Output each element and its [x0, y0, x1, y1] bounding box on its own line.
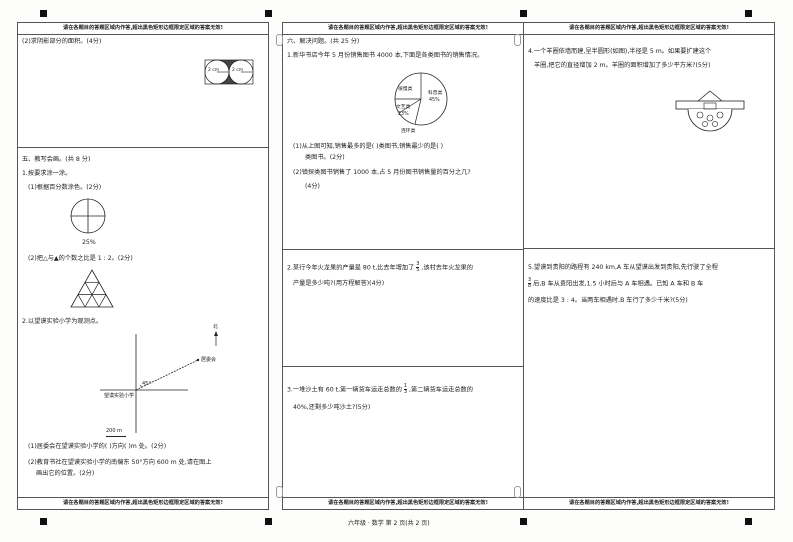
question-3c: 40%,还剩多少吨沙土?(5分): [293, 404, 371, 411]
section-divider: [283, 249, 533, 250]
corner-mark: [520, 10, 527, 17]
column-notice-top: 请在各题目的答题区域内作答,超出黑色矩形边框限定区域的答案无效!: [18, 23, 268, 35]
question-1-2b: (4分): [305, 183, 320, 190]
page-footer: 六年级 · 数学 第 2 页(共 2 页): [348, 520, 430, 527]
question-2-2c: 画出它的位置。(2分): [36, 470, 95, 477]
sheep-pen-figure: [675, 90, 745, 132]
section-divider: [18, 147, 268, 148]
question-1-1a: (1)从上图可知,销售最多的是( )类图书,销售最少的是( ): [293, 143, 444, 150]
question-1-1b: 类图书。(2分): [305, 154, 345, 161]
corner-mark: [745, 518, 752, 525]
shaded-circles-figure: [204, 59, 254, 85]
circle-label-left: 2 cm: [208, 68, 220, 73]
pie-label-1: 科普类: [428, 91, 443, 96]
question-1-1: (1)根据百分数涂色。(2分): [28, 184, 102, 191]
place-b-label: 望谟实验小学: [104, 393, 135, 399]
question-2-2: (2)求阴影部分的面积。(4分): [22, 38, 102, 45]
question-2-1: (1)居委会在望谟实验小学的( )方向( )m 处。(2分): [28, 443, 167, 450]
percent-label: 25%: [82, 239, 96, 246]
corner-mark: [265, 10, 272, 17]
binding-seal: [276, 34, 283, 46]
corner-mark: [520, 518, 527, 525]
pie-value-1: 45%: [429, 98, 440, 103]
answer-column-1: 请在各题目的答题区域内作答,超出黑色矩形边框限定区域的答案无效! (2)求阴影部…: [17, 22, 269, 510]
section-divider: [524, 248, 774, 249]
question-1: 1.按要求涂一涂。: [22, 170, 72, 177]
corner-mark: [40, 10, 47, 17]
question-2: 2.以望谟实验小学为观测点。: [22, 318, 103, 325]
scale-bar: [106, 436, 126, 437]
answer-column-3: 请在各题目的答题区域内作答,超出黑色矩形边框限定区域的答案无效! 4.一个羊圈依…: [523, 22, 775, 510]
scale-label: 200 m: [106, 428, 123, 434]
place-a-label: 居委会: [201, 357, 217, 363]
angle-label: 45°: [142, 381, 151, 387]
pie-label-0: 很慢类: [398, 87, 413, 92]
north-label: 北: [213, 324, 219, 330]
column-notice-top: 请在各题目的答题区域内作答,超出黑色矩形边框限定区域的答案无效!: [283, 23, 533, 35]
pie-label-3: 连环类: [401, 129, 416, 134]
section-5-title: 五、教写会画。(共 8 分): [22, 156, 91, 163]
pie-value-2: 23%: [398, 112, 409, 117]
question-2-2b: (2)教育书社在望谟实验小学的南偏东 50°方向 600 m 处,请在图上: [28, 459, 212, 466]
column-notice-bottom: 请在各题目的答题区域内作答,超出黑色矩形边框限定区域的答案无效!: [524, 497, 774, 509]
question-5a: 5.望谟到贵阳的路程有 240 km,A 车从望谟出发到贵阳,先行驶了全程: [528, 264, 718, 271]
question-1: 1.新华书店今年 5 月份销售图书 4000 本,下面是各类图书的销售情况。: [287, 52, 484, 59]
question-5c: 的速度比是 3 : 4。当两车相遇时,B 车行了多少千米?(5分): [528, 297, 688, 304]
direction-map: [100, 331, 218, 433]
answer-column-2: 请在各题目的答题区域内作答,超出黑色矩形边框限定区域的答案无效! 六、解决问题。…: [282, 22, 534, 510]
question-4a: 4.一个羊圈依墙而建,呈半圆形(如图),半径是 5 m。如果要扩建这个: [528, 48, 712, 55]
question-1-2: (2)把△与▲的个数之比是 1 : 2。(2分): [28, 255, 133, 262]
corner-mark: [745, 10, 752, 17]
column-notice-bottom: 请在各题目的答题区域内作答,超出黑色矩形边框限定区域的答案无效!: [18, 497, 268, 509]
question-1-2a: (2)镇探类图书销售了 1000 本,占 5 月份图书销售量的百分之几?: [293, 169, 471, 176]
section-6-title: 六、解决问题。(共 25 分): [287, 38, 360, 45]
corner-mark: [40, 518, 47, 525]
binding-seal: [514, 486, 521, 498]
pie-label-2: 文艺类: [396, 105, 411, 110]
pie-chart: [394, 72, 448, 126]
circle-label-right: 2 cm: [232, 68, 244, 73]
column-notice-top: 请在各题目的答题区域内作答,超出黑色矩形边框限定区域的答案无效!: [524, 23, 774, 35]
binding-seal: [514, 34, 521, 46]
triangle-grid: [70, 269, 114, 308]
corner-mark: [265, 518, 272, 525]
question-2c: 产量是多少吨?(用方程解答)(4分): [293, 280, 385, 287]
question-4b: 羊圈,把它的直径增加 2 m。羊圈的面积增加了多少平方米?(5分): [534, 62, 711, 69]
column-notice-bottom: 请在各题目的答题区域内作答,超出黑色矩形边框限定区域的答案无效!: [283, 497, 533, 509]
binding-seal: [276, 486, 283, 498]
quartered-circle: [70, 198, 106, 234]
section-divider: [283, 366, 533, 367]
